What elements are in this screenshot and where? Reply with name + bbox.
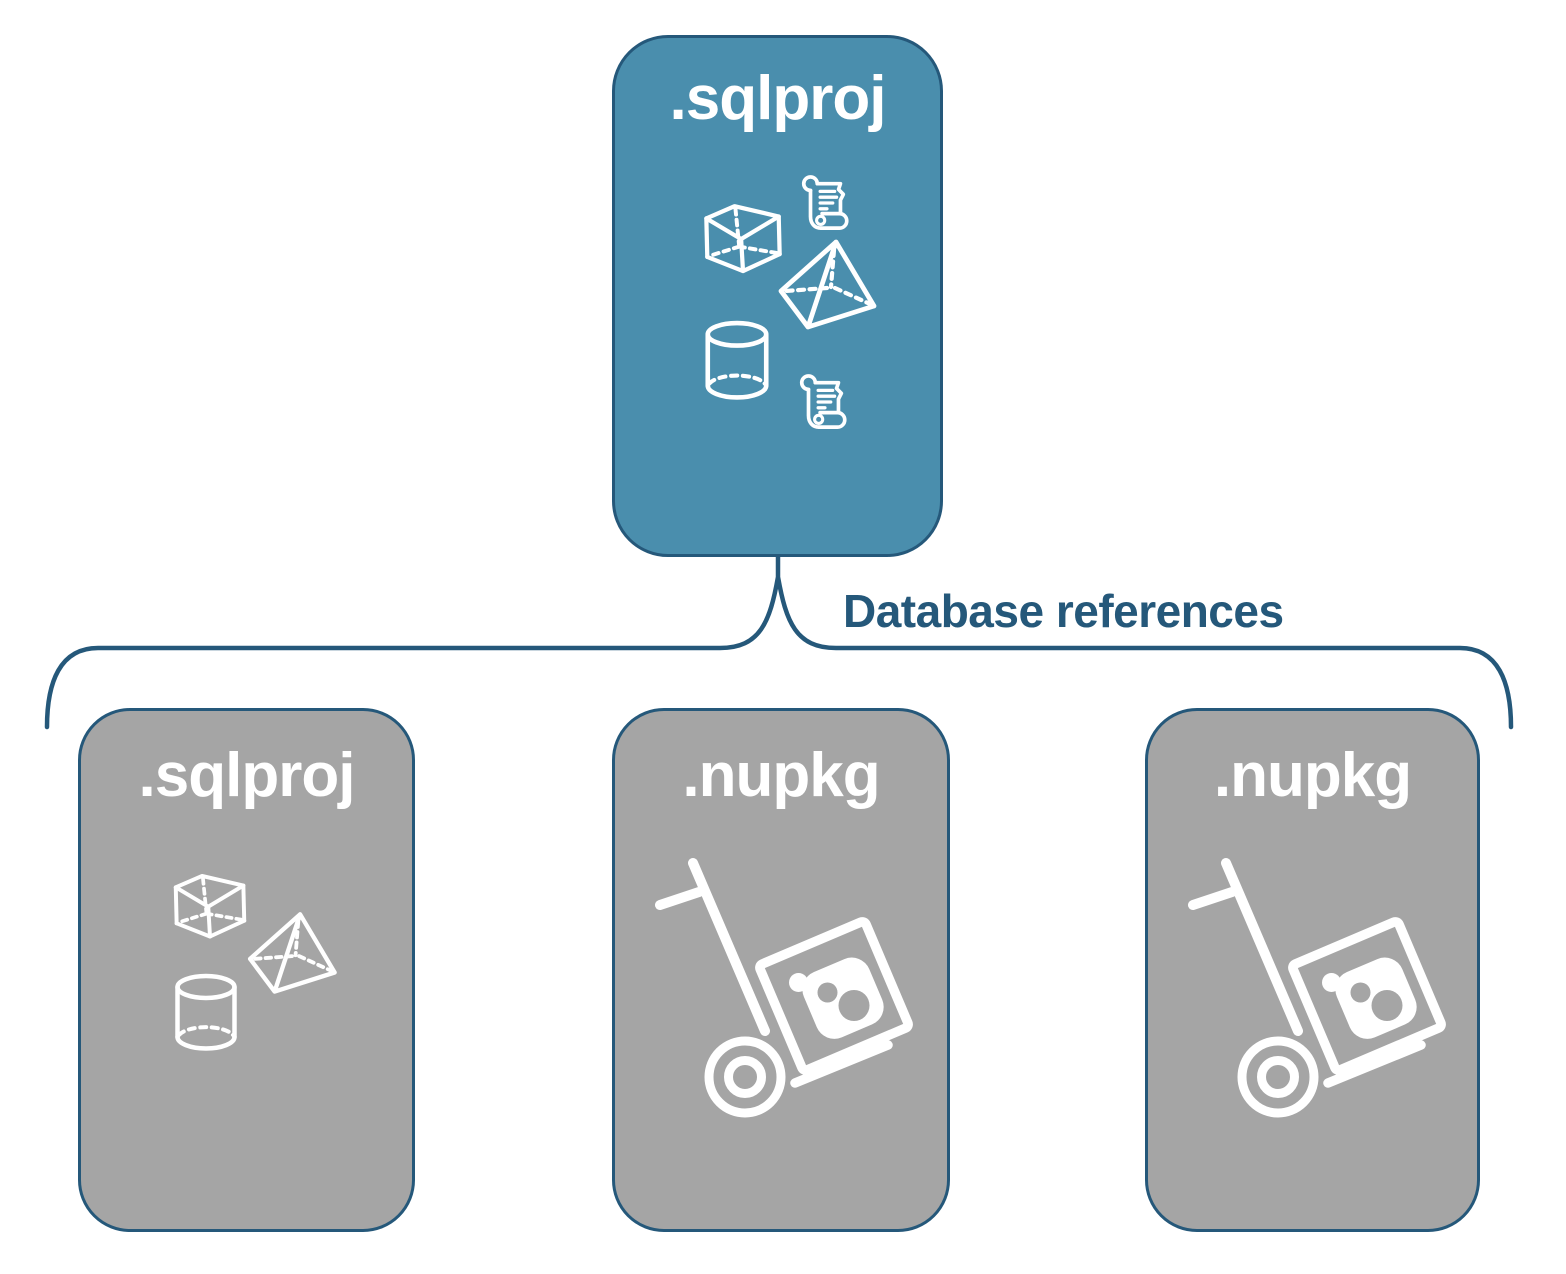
pyramid-icon	[771, 234, 881, 334]
card-sqlproj-main: .sqlproj	[612, 35, 943, 557]
cylinder-icon	[174, 974, 238, 1052]
database-references-label: Database references	[843, 585, 1284, 637]
card-ref-nupkg-2: .nupkg	[1145, 708, 1480, 1232]
scroll-icon	[801, 175, 849, 230]
card-title: .nupkg	[1213, 741, 1412, 810]
card-title: .nupkg	[682, 741, 880, 810]
card-ref-sqlproj: .sqlproj	[78, 708, 415, 1232]
package-dolly-icon	[1168, 831, 1468, 1131]
package-dolly-icon	[635, 831, 935, 1131]
card-ref-nupkg-1: .nupkg	[612, 708, 950, 1232]
scroll-icon	[799, 374, 847, 429]
pyramid-icon	[241, 907, 341, 998]
card-title: .sqlproj	[138, 741, 356, 810]
card-title: .sqlproj	[669, 64, 887, 133]
cylinder-icon	[704, 321, 770, 401]
